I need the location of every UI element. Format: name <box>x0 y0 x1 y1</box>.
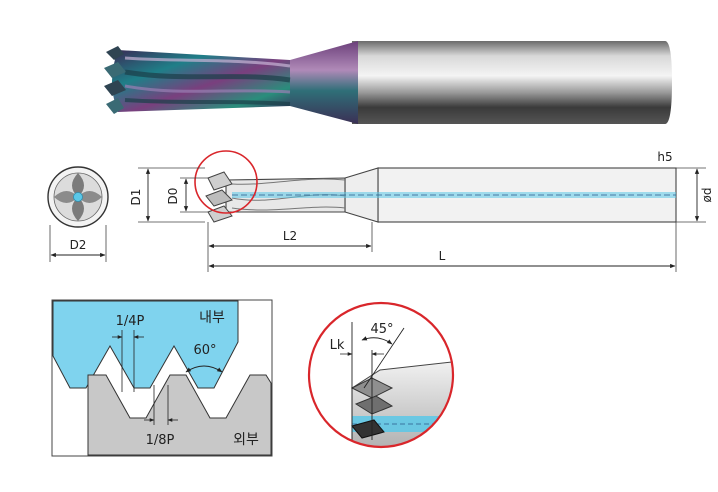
d0-label: D0 <box>166 188 180 205</box>
thread-profile: 1/4P 1/8P 60° 내부 외부 <box>51 299 273 457</box>
tool-render <box>104 41 672 124</box>
detail-view: Lk 45° <box>307 301 455 449</box>
detail-callout-circle <box>194 150 258 214</box>
angle-45-label: 45° <box>370 322 393 337</box>
internal-thread <box>52 300 239 389</box>
end-view: D2 <box>47 166 109 262</box>
od-label: ød <box>700 188 714 203</box>
eighth-pitch-label: 1/8P <box>146 433 175 448</box>
shank <box>352 41 672 124</box>
quarter-pitch-label: 1/4P <box>116 314 145 329</box>
side-drawing: D1 D0 L2 L ød h5 <box>129 150 714 272</box>
fluted-head <box>112 50 290 112</box>
h5-label: h5 <box>657 150 672 164</box>
coolant-hole <box>73 192 83 202</box>
external-label: 외부 <box>233 432 259 448</box>
angle-60-label: 60° <box>193 343 216 358</box>
lk-label: Lk <box>330 338 345 353</box>
l2-label: L2 <box>283 229 297 243</box>
external-thread <box>87 374 272 456</box>
neck-taper <box>290 41 358 124</box>
d2-label: D2 <box>70 238 87 252</box>
internal-label: 내부 <box>199 310 225 326</box>
l-label: L <box>439 249 446 263</box>
d1-label: D1 <box>129 189 143 206</box>
detail-circle <box>307 301 455 449</box>
